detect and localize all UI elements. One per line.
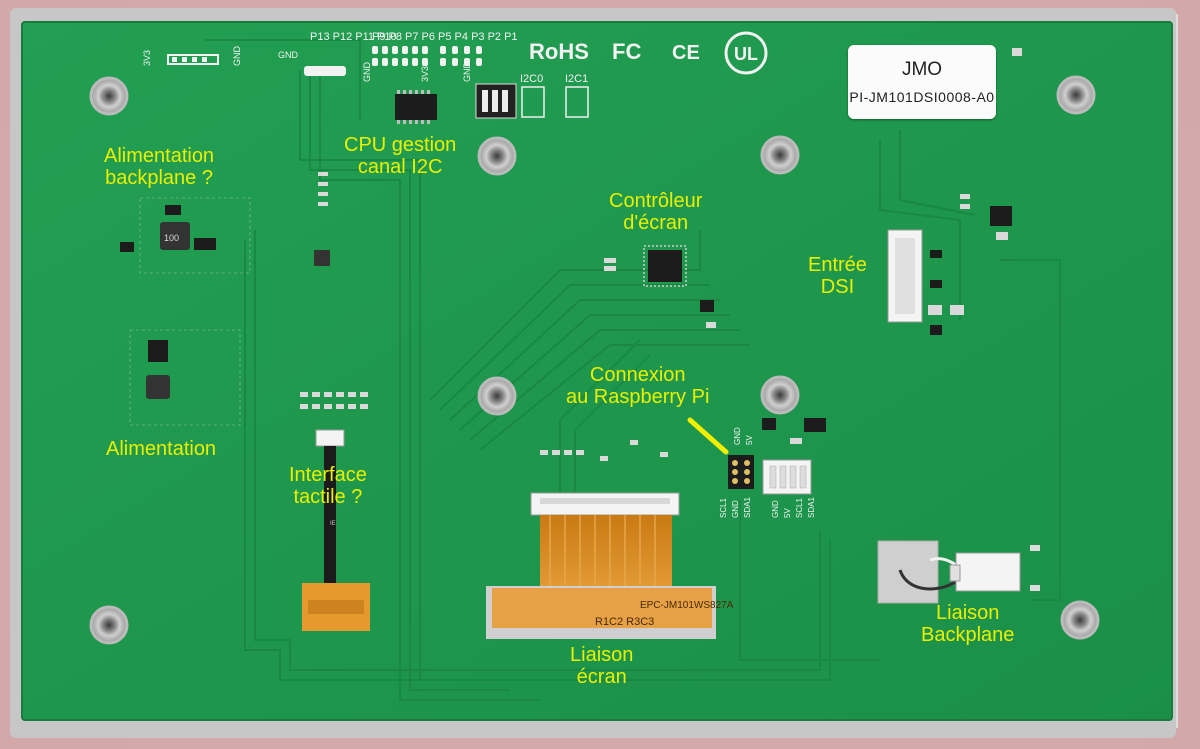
label-screen-link: Liaison écran — [570, 644, 633, 688]
label-cpu-i2c-line2: canal I2C — [357, 156, 443, 178]
power-components — [129, 329, 241, 426]
svg-text:3V3: 3V3 — [142, 50, 152, 66]
label-touch-line1: Interface — [289, 464, 367, 486]
backplane-power-components: 100 — [120, 197, 251, 274]
label-screen-controller-line1: Contrôleur — [609, 190, 703, 212]
label-dsi-input-line2: DSI — [820, 276, 855, 298]
label-dsi-input: Entrée DSI — [808, 254, 867, 298]
label-screen-controller: Contrôleur d'écran — [609, 190, 702, 234]
touch-interface-connector: IE — [302, 429, 370, 631]
sticker-model: PI-JM101DSI0008-A0 — [849, 89, 995, 105]
cpu-chip — [395, 90, 437, 124]
smd-components — [300, 48, 1022, 461]
svg-text:SDA1: SDA1 — [743, 497, 752, 518]
svg-text:GND: GND — [232, 46, 242, 67]
label-backplane-power: Alimentation backplane ? — [104, 145, 214, 189]
svg-text:100: 100 — [164, 233, 179, 243]
svg-text:3V3: 3V3 — [420, 66, 430, 82]
svg-text:SCL1: SCL1 — [795, 497, 804, 518]
rohs-logo-text: RoHS — [529, 39, 589, 64]
svg-text:P13 P12 P11 P10: P13 P12 P11 P10 — [310, 31, 397, 43]
label-raspberry-line2: au Raspberry Pi — [566, 386, 710, 408]
annotation-arrow — [687, 417, 729, 455]
fcc-logo-text: FC — [612, 39, 641, 64]
label-power: Alimentation — [106, 438, 217, 460]
ul-logo-text: UL — [734, 44, 758, 64]
svg-text:GND: GND — [278, 50, 299, 60]
svg-text:R1C2 R3C3: R1C2 R3C3 — [595, 616, 654, 628]
svg-text:SDA1: SDA1 — [807, 497, 816, 518]
sticker-brand: JMO — [901, 59, 943, 80]
svg-text:5V: 5V — [745, 435, 754, 445]
top-header-pins — [167, 46, 482, 76]
product-sticker: JMO PI-JM101DSI0008-A0 — [848, 45, 996, 119]
jst-connector — [762, 459, 812, 495]
label-screen-link-line2: écran — [576, 666, 627, 688]
label-touch-line2: tactile ? — [293, 486, 363, 508]
screen-flex: EPC-JM101WS827A R1C2 R3C3 — [486, 492, 734, 639]
label-cpu-i2c-line1: CPU gestion — [344, 134, 457, 156]
label-touch-interface: Interface tactile ? — [289, 464, 367, 508]
svg-text:GND: GND — [362, 62, 372, 83]
certification-logos: RoHS FC CE UL — [529, 31, 768, 75]
label-backplane-power-line1: Alimentation — [104, 145, 215, 167]
label-screen-controller-line2: d'écran — [623, 212, 689, 234]
label-raspberry-connection: Connexion au Raspberry Pi — [566, 364, 709, 408]
label-dsi-input-line1: Entrée — [808, 254, 867, 276]
svg-text:I2C0: I2C0 — [520, 73, 543, 85]
label-raspberry-line1: Connexion — [589, 364, 686, 386]
label-backplane-link: Liaison Backplane — [921, 602, 1014, 646]
label-cpu-i2c: CPU gestion canal I2C — [344, 134, 456, 178]
svg-text:I2C1: I2C1 — [565, 73, 588, 85]
label-backplane-power-line2: backplane ? — [105, 167, 213, 189]
svg-text:SCL1: SCL1 — [719, 497, 728, 518]
svg-text:GND: GND — [731, 500, 740, 518]
ce-logo-text: CE — [672, 42, 700, 64]
i2c-dip-switches — [475, 83, 589, 119]
svg-text:5V: 5V — [783, 508, 792, 518]
mounting-holes — [89, 75, 1100, 645]
svg-text:P9 P8 P7 P6 P5 P4 P3 P2 P1: P9 P8 P7 P6 P5 P4 P3 P2 P1 — [372, 31, 518, 43]
svg-text:IE: IE — [330, 521, 336, 527]
svg-text:GND: GND — [733, 427, 742, 445]
label-backplane-link-line2: Backplane — [921, 624, 1015, 646]
svg-text:GND: GND — [462, 62, 472, 83]
svg-text:GND: GND — [771, 500, 780, 518]
raspberry-header — [728, 455, 754, 489]
dsi-connector — [887, 229, 923, 323]
label-backplane-link-line1: Liaison — [936, 602, 1000, 624]
silkscreen-small-text: 3V3 GND GND P13 P12 P11 P10 P9 P8 P7 P6 … — [142, 31, 588, 85]
pin-labels: GND 5V SCL1 GND SDA1 GND 5V SCL1 SDA1 — [719, 427, 816, 518]
screen-controller-chip — [643, 245, 687, 287]
svg-text:EPC-JM101WS827A: EPC-JM101WS827A — [640, 600, 734, 611]
backplane-link — [877, 540, 1040, 604]
label-screen-link-line1: Liaison — [570, 644, 634, 666]
